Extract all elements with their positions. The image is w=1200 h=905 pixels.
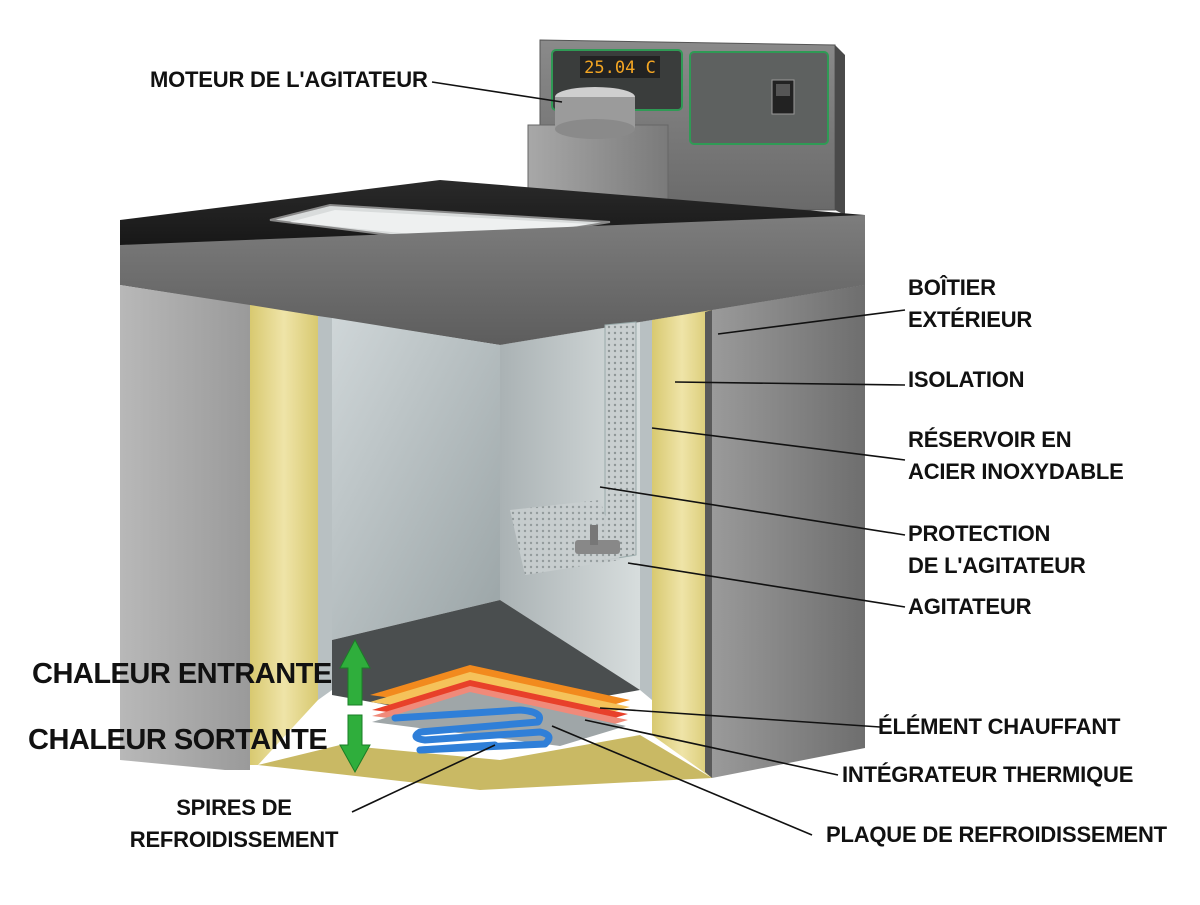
leader-boitier — [717, 309, 906, 335]
leader-reservoir — [651, 427, 906, 461]
bottom-layers — [258, 665, 712, 790]
label-spires-line2: REFROIDISSEMENT — [129, 827, 339, 852]
leader-plaque — [551, 725, 813, 836]
heat-in-out-arrows — [339, 638, 371, 774]
cooling-plate-layer — [372, 692, 626, 746]
steel-wall-right — [640, 320, 652, 700]
leader-moteur — [431, 81, 563, 103]
insulation-right — [652, 310, 712, 778]
label-reservoir-line1: RÉSERVOIR EN — [908, 427, 1072, 452]
leader-isolation — [674, 381, 906, 386]
label-protection-line1: PROTECTION — [908, 521, 1051, 546]
label-agitateur: AGITATEUR — [908, 594, 1032, 619]
leader-element — [599, 707, 881, 728]
label-integrateur-thermique: INTÉGRATEUR THERMIQUE — [842, 762, 1134, 787]
leader-integrateur — [584, 719, 839, 776]
temperature-display — [580, 56, 660, 78]
top-lid — [120, 180, 865, 352]
label-boitier-exterieur: BOÎTIER EXTÉRIEUR — [908, 272, 1032, 336]
label-reservoir: RÉSERVOIR EN ACIER INOXYDABLE — [908, 424, 1124, 488]
label-protection-line2: DE L'AGITATEUR — [908, 553, 1086, 578]
label-chaleur-entrante: CHALEUR ENTRANTE — [32, 658, 332, 690]
cooling-coil — [391, 706, 553, 754]
label-protection-agitateur: PROTECTION DE L'AGITATEUR — [908, 518, 1086, 582]
label-element-chauffant: ÉLÉMENT CHAUFFANT — [878, 714, 1121, 739]
temperature-readout: 25.04 C — [584, 58, 656, 78]
leader-spires — [351, 744, 496, 813]
switch-panel — [689, 51, 829, 145]
outer-housing-left — [120, 285, 250, 770]
label-spires-refroidissement: SPIRES DE REFROIDISSEMENT — [126, 792, 342, 856]
label-chaleur-sortante: CHALEUR SORTANTE — [28, 724, 328, 756]
label-boitier-line2: EXTÉRIEUR — [908, 307, 1033, 332]
label-isolation: ISOLATION — [908, 367, 1025, 392]
leader-agitateur — [627, 562, 906, 608]
label-plaque-refroidissement: PLAQUE DE REFROIDISSEMENT — [826, 822, 1167, 847]
leader-protection — [599, 486, 906, 536]
label-reservoir-line2: ACIER INOXYDABLE — [908, 459, 1124, 484]
insulation-left — [250, 305, 318, 765]
stirrer-guard — [510, 321, 637, 575]
label-moteur-agitateur: MOTEUR DE L'AGITATEUR — [150, 67, 428, 92]
heat-out-arrow — [339, 714, 371, 774]
heat-in-arrow — [339, 638, 371, 706]
outer-housing-right — [712, 285, 865, 778]
steel-wall-left — [318, 316, 332, 700]
label-boitier-line1: BOÎTIER — [908, 275, 996, 300]
label-spires-line1: SPIRES DE — [176, 795, 292, 820]
